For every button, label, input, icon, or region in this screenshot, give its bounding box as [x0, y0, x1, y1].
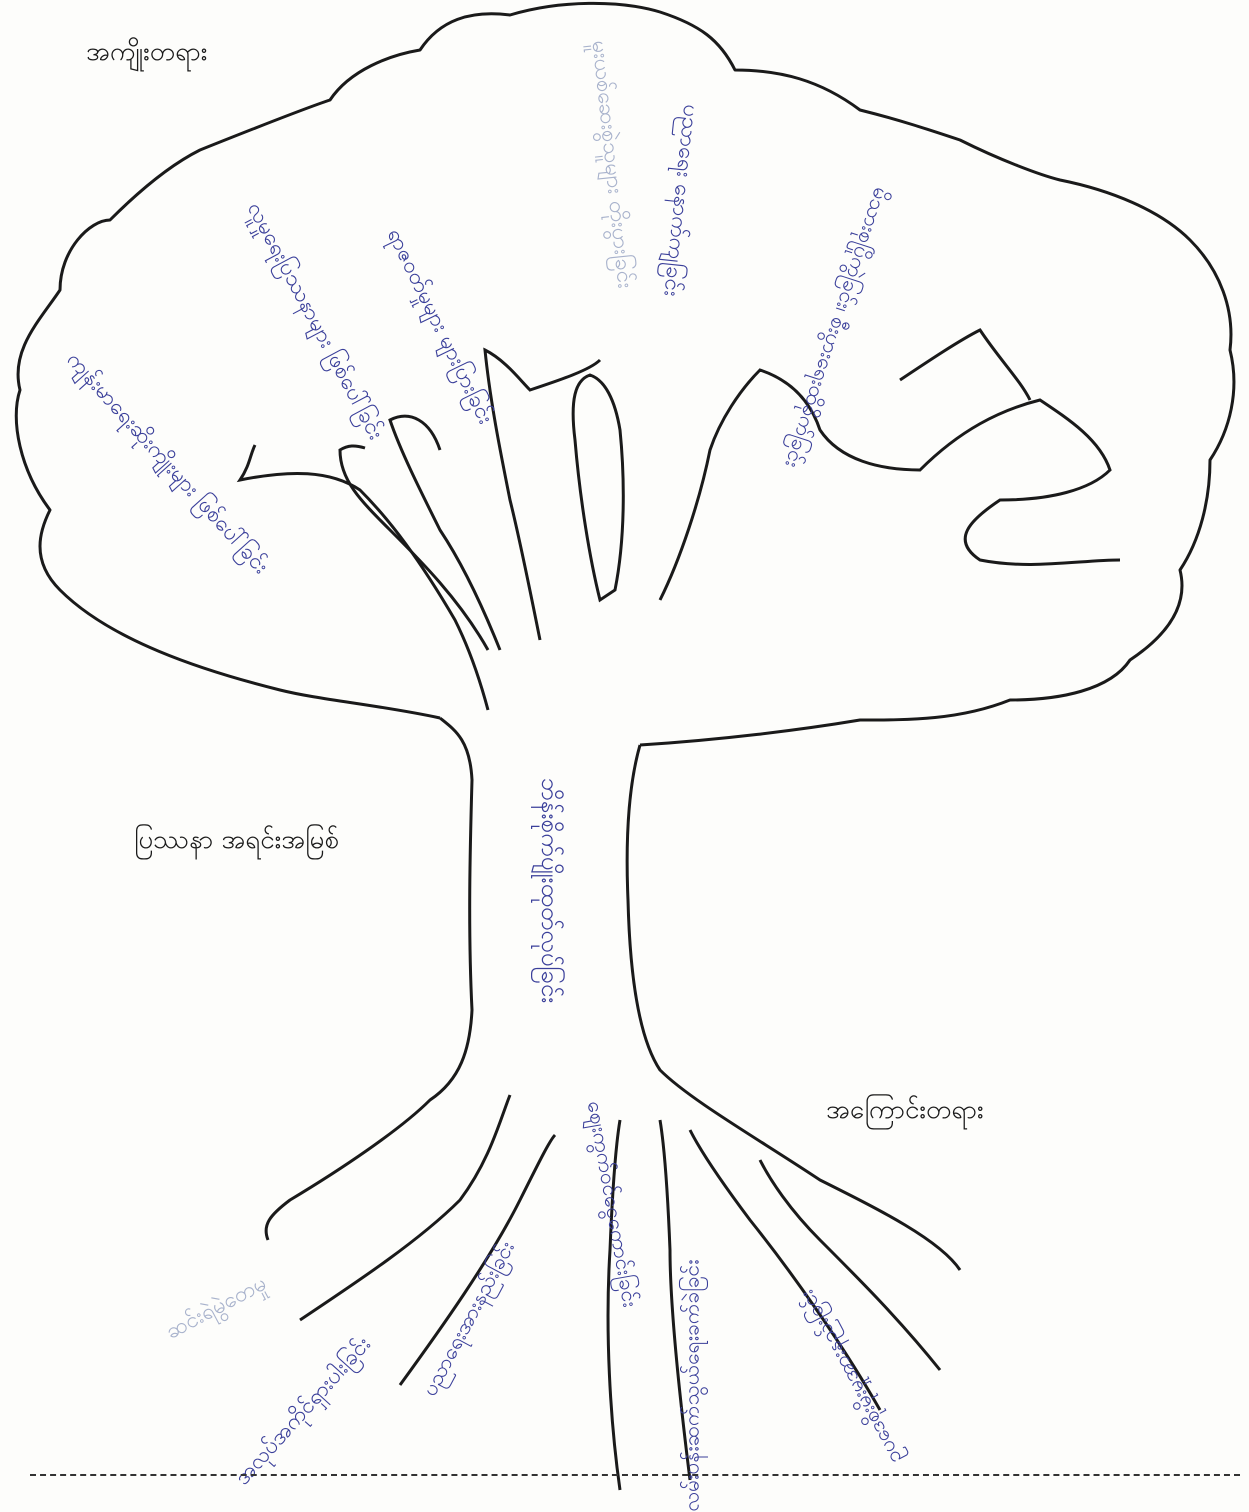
branch-line	[900, 330, 1030, 400]
tree-trunk-left	[266, 718, 472, 1240]
branch-line	[485, 350, 600, 640]
tree-trunk-right	[627, 745, 960, 1270]
effects-label: အကျိုးတရား	[86, 34, 207, 73]
core-problem-label: ပြဿနာ အရင်းအမြစ်	[134, 822, 339, 861]
page-bottom-rule	[30, 1474, 1240, 1476]
branch-line	[390, 416, 500, 650]
causes-label: အကြောင်းတရား	[826, 1092, 984, 1131]
branch-line	[660, 370, 1120, 600]
branch-line	[240, 445, 488, 710]
tree-canopy-outline	[16, 3, 1234, 745]
trunk-core-problem-text: ဘိန်းစိုက်ပျိုးထုတ်လုပ်ခြင်း	[530, 778, 566, 1003]
branch-line	[573, 375, 623, 600]
